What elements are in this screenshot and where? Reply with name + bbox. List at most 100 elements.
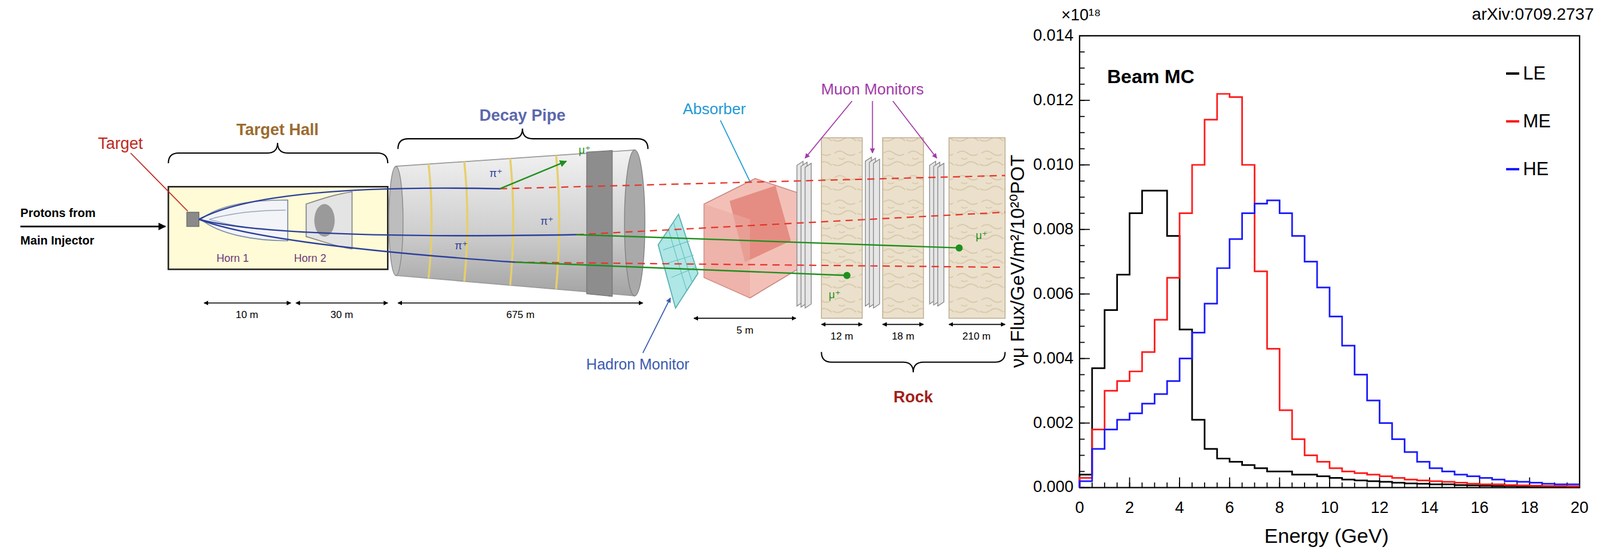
horn-symbol [200, 199, 288, 241]
decay-pipe [388, 166, 404, 276]
tick-mark [1079, 293, 1086, 295]
axis-multiplier: ×10¹⁸ [1061, 5, 1101, 25]
hadron-monitor-symbol [663, 222, 697, 291]
tick-mark [1153, 482, 1155, 489]
tick-mark [1141, 482, 1144, 489]
beam-label: Protons from Main Injector [20, 199, 105, 255]
legend-swatch [1506, 72, 1520, 75]
tick-mark [1366, 482, 1368, 489]
tick-mark [1329, 482, 1331, 489]
tick-mark [1204, 482, 1206, 489]
tick-mark [1079, 35, 1086, 37]
tick-mark [1229, 477, 1231, 489]
axis-ticks [1079, 35, 1086, 489]
legend-item: LE [1506, 62, 1546, 85]
tick-mark [1079, 422, 1090, 425]
rock-block [949, 137, 1006, 319]
tick-mark [1216, 482, 1218, 489]
dimension-line [296, 302, 389, 304]
dimension-line [693, 318, 797, 320]
axis-title: νμ Flux/GeV/m²/10²⁰POT [1006, 154, 1029, 368]
neutrino-line [576, 212, 1006, 236]
tick-mark [1254, 482, 1256, 489]
tick-mark [1079, 229, 1086, 231]
tick-mark [1079, 164, 1086, 166]
part-label: Absorber [682, 100, 746, 119]
leader-line [720, 120, 750, 182]
tick-mark [1079, 390, 1086, 392]
legend-item: ME [1506, 110, 1551, 133]
dimension-label: 12 m [830, 330, 854, 343]
tick-mark [1079, 358, 1086, 360]
section-label: Rock [893, 388, 934, 408]
tick-mark [1079, 406, 1086, 408]
tick-label: 0.014 [1032, 26, 1074, 45]
target-hall-box [168, 186, 388, 270]
brace [397, 128, 648, 149]
leader-arrow [872, 101, 874, 154]
proton-beam-arrow [20, 226, 166, 228]
tick-mark [1354, 482, 1356, 489]
legend-swatch [1506, 120, 1520, 123]
brace [168, 142, 388, 164]
muon-track [500, 161, 567, 190]
tick-mark [1079, 148, 1086, 150]
tick-mark [1229, 482, 1231, 489]
dimension-label: 30 m [330, 309, 354, 322]
dimension-line [203, 303, 1005, 325]
tick-mark [1079, 245, 1086, 247]
leader-arrow [805, 101, 852, 159]
decay-pipe [395, 150, 635, 297]
tick-label: 0.012 [1032, 90, 1074, 110]
flux-histogram [1079, 200, 1580, 488]
tick-mark [1079, 164, 1090, 166]
source-reference: arXiv:0709.2737 [1472, 4, 1595, 24]
axis-title: Energy (GeV) [1264, 525, 1389, 549]
tick-mark [1079, 261, 1086, 263]
tick-label: 4 [1175, 498, 1185, 518]
leader-arrow [642, 297, 671, 353]
tick-mark [1079, 99, 1086, 102]
tick-mark [1079, 196, 1086, 198]
section-label: Decay Pipe [479, 107, 566, 126]
muon-monitor-symbol [937, 163, 944, 307]
dimension-line [882, 324, 924, 326]
pion-track [199, 219, 577, 236]
tick-mark [1329, 477, 1331, 489]
dimension-label: 210 m [962, 330, 991, 343]
tick-label: 12 [1370, 498, 1389, 518]
plot-frame [1079, 35, 1580, 489]
particle-label: μ⁺ [975, 229, 988, 243]
particle-label: π⁺ [454, 239, 468, 253]
decay-pipe [624, 150, 645, 297]
legend-text: LE [1522, 62, 1546, 85]
muon-track [500, 161, 960, 276]
part-label: Hadron Monitor [586, 355, 690, 374]
tick-mark [1079, 309, 1086, 312]
part-label: Target [98, 134, 143, 154]
tick-mark [1079, 439, 1086, 441]
tick-mark [1166, 482, 1168, 489]
dimension-label: 675 m [506, 309, 535, 322]
plot-label: Beam MC [1107, 65, 1195, 88]
dimension-line [397, 302, 643, 304]
pipe-ring [428, 155, 560, 290]
absorber-symbol [704, 203, 751, 298]
tick-mark [1079, 99, 1090, 102]
tick-mark [1079, 35, 1090, 37]
leader-arrow [805, 101, 937, 159]
muon-track [576, 234, 960, 248]
rock-block [882, 137, 924, 319]
tick-mark [1079, 116, 1086, 118]
tick-mark [1079, 277, 1086, 279]
tick-mark [1129, 477, 1131, 489]
particle-label: π⁺ [489, 167, 503, 181]
absorber-symbol [704, 178, 801, 299]
tick-mark [1316, 482, 1318, 489]
tick-label: 14 [1420, 498, 1439, 518]
tick-mark [1178, 482, 1181, 489]
tick-mark [1303, 482, 1306, 489]
tick-label: 2 [1125, 498, 1135, 518]
tick-mark [1079, 51, 1086, 53]
